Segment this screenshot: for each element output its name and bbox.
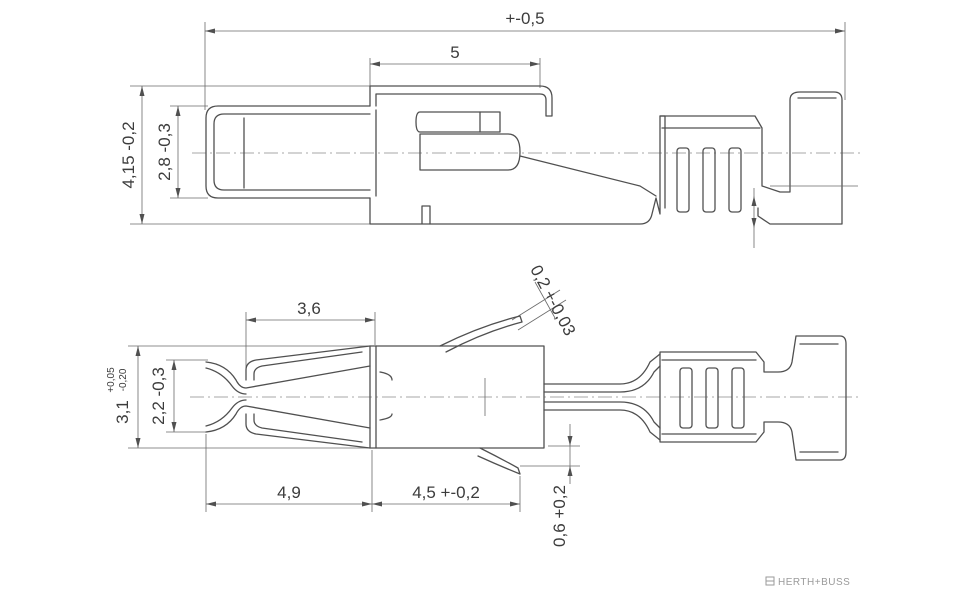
bottom-height-inner-label: 2,2 -0,3: [149, 367, 168, 425]
side-view-part-outline: [205, 85, 858, 248]
top-height-dimensions: 4,15 -0,2 2,8 -0,3: [119, 85, 372, 225]
brand-logo-text: HERTH+BUSS: [778, 577, 850, 588]
body-length-label: 4,5 +-0,2: [412, 483, 480, 502]
side-view: +-0,5 5 4,15 -0,2 2,8 -0,3: [119, 9, 860, 248]
top-view-part-outline: [205, 315, 847, 475]
width-5-dimension: 5: [369, 43, 541, 88]
overall-length-dimension: +-0,5: [204, 9, 846, 110]
thickness-dimension: 0,2 +-0,03: [511, 262, 579, 339]
length-dimensions-bottom: 4,9 4,5 +-0,2: [205, 434, 521, 512]
tab-offset-dimension: 0,6 +0,2: [520, 424, 580, 547]
bottom-height-outer-base: 3,1: [113, 400, 132, 424]
top-height-inner-label: 2,8 -0,3: [155, 123, 174, 181]
bottom-height-dimensions: 3,1 +0,05 -0,20 2,2 -0,3: [106, 345, 376, 449]
contact-length-label: 3,6: [297, 299, 321, 318]
top-height-outer-label: 4,15 -0,2: [119, 121, 138, 188]
bottom-height-outer-lower: -0,20: [118, 368, 129, 391]
brand-logo: HERTH+BUSS: [765, 576, 850, 588]
thickness-label: 0,2 +-0,03: [526, 262, 579, 339]
width-5-label: 5: [450, 43, 459, 62]
top-view: 3,6 0,2 +-0,03 3,1 +0,05 -0,20 2,2 -0,3: [106, 262, 862, 547]
overall-length-label: +-0,5: [505, 9, 544, 28]
bottom-height-outer-upper: +0,05: [106, 367, 117, 393]
contact-length-dimension: 3,6: [245, 299, 376, 380]
front-length-label: 4,9: [277, 483, 301, 502]
tab-offset-label: 0,6 +0,2: [550, 485, 569, 547]
